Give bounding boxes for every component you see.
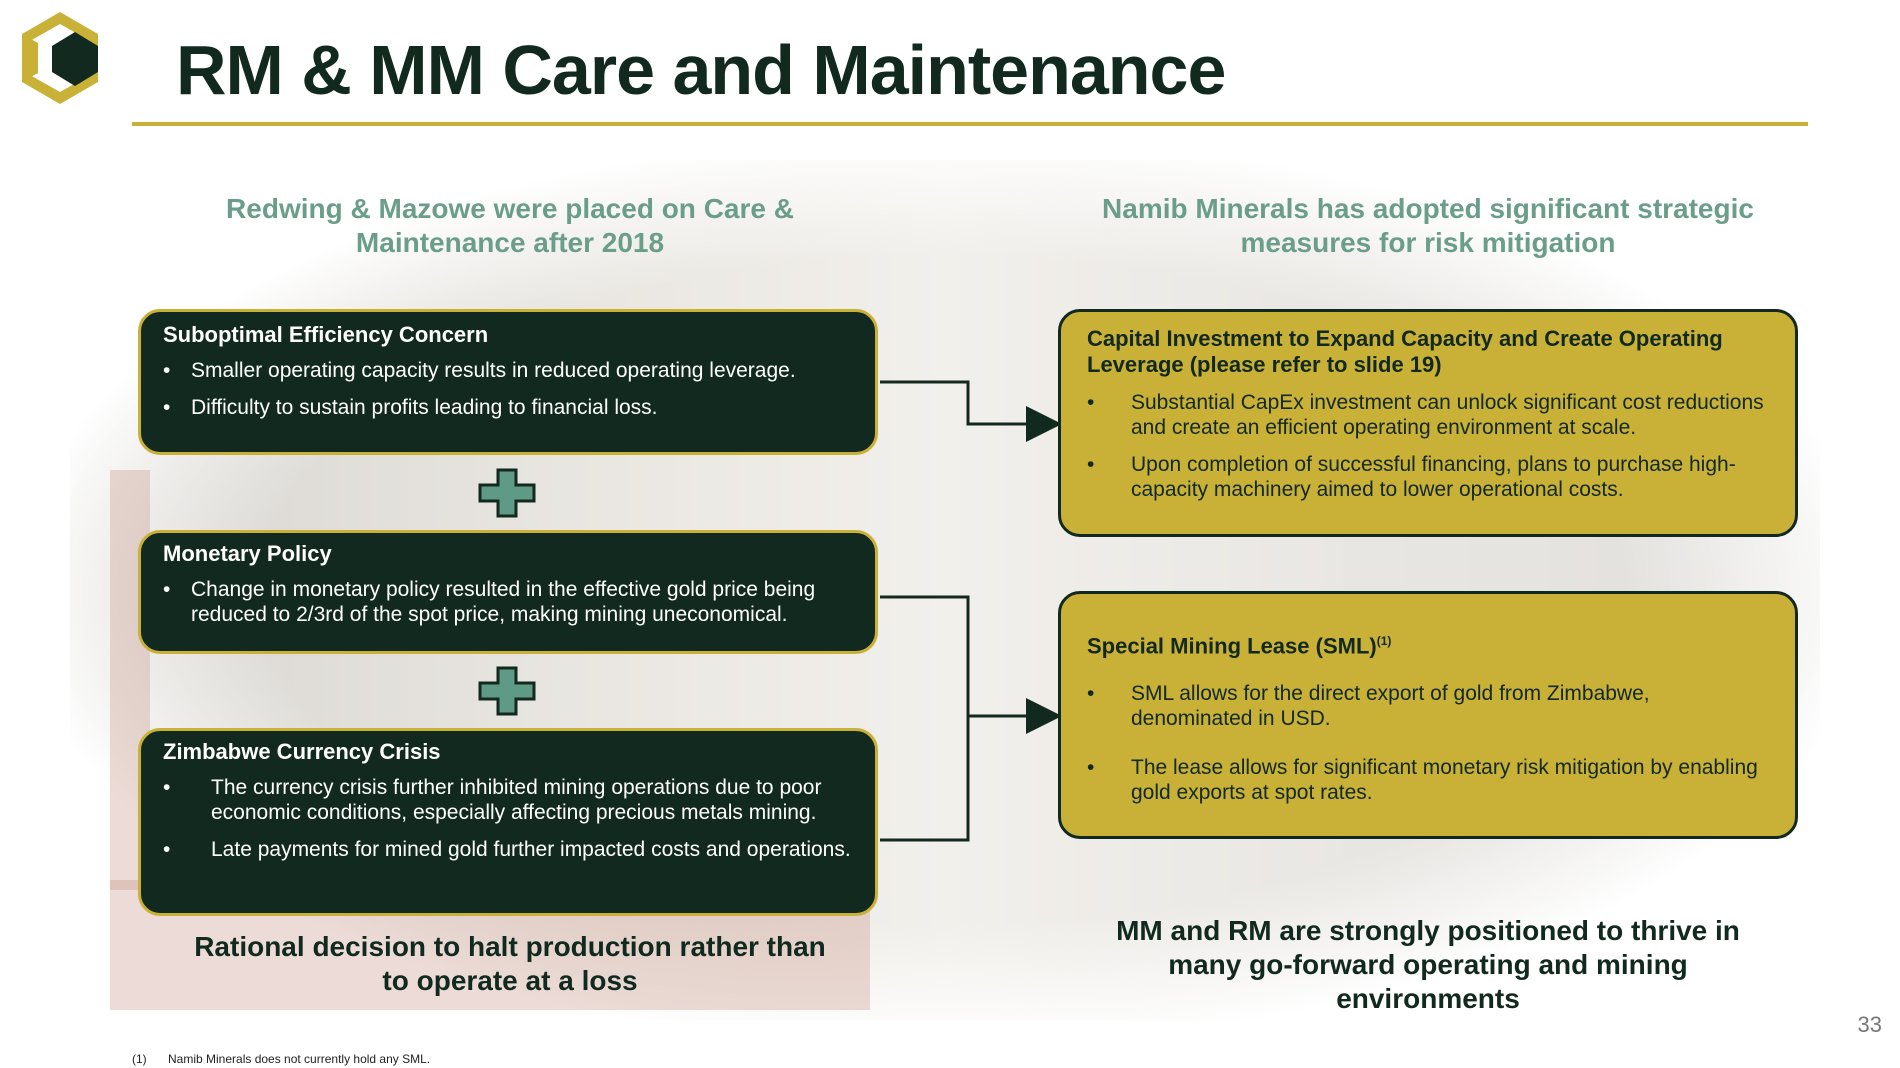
bullet-text: Change in monetary policy resulted in th… xyxy=(191,578,816,626)
bullet-item: • The lease allows for significant monet… xyxy=(1087,755,1769,805)
bullet-item: • SML allows for the direct export of go… xyxy=(1087,681,1769,731)
box-title: Capital Investment to Expand Capacity an… xyxy=(1087,326,1723,377)
bullet-item: • Upon completion of successful financin… xyxy=(1087,452,1769,502)
bullet-text: Difficulty to sustain profits leading to… xyxy=(191,396,658,419)
plus-icon xyxy=(478,468,536,518)
bullet-dot: • xyxy=(163,578,171,601)
bullet-text: Late payments for mined gold further imp… xyxy=(211,838,851,861)
bullet-dot: • xyxy=(1087,391,1095,414)
efficiency-concern-box: Suboptimal Efficiency Concern • Smaller … xyxy=(138,309,878,455)
currency-crisis-box: Zimbabwe Currency Crisis • The currency … xyxy=(138,728,878,916)
plus-icon xyxy=(478,666,536,716)
footnote-text: Namib Minerals does not currently hold a… xyxy=(168,1052,431,1066)
bullet-item: • The currency crisis further inhibited … xyxy=(163,775,853,825)
footnote-ref: (1) xyxy=(1376,634,1392,648)
right-conclusion: MM and RM are strongly positioned to thr… xyxy=(1116,915,1740,1014)
box-title-text: Special Mining Lease (SML) xyxy=(1087,633,1377,659)
bullet-item: • Difficulty to sustain profits leading … xyxy=(163,395,853,420)
bullet-text: The lease allows for significant monetar… xyxy=(1131,756,1758,805)
bullet-text: Substantial CapEx investment can unlock … xyxy=(1131,391,1764,439)
monetary-policy-box: Monetary Policy • Change in monetary pol… xyxy=(138,530,878,654)
title-underline xyxy=(132,122,1808,126)
bullet-item: • Late payments for mined gold further i… xyxy=(163,837,853,862)
bullet-dot: • xyxy=(163,776,171,799)
bullet-text: Smaller operating capacity results in re… xyxy=(191,359,796,382)
bullet-dot: • xyxy=(163,396,171,419)
special-mining-lease-box: Special Mining Lease (SML)(1) • SML allo… xyxy=(1058,591,1798,839)
left-conclusion: Rational decision to halt production rat… xyxy=(194,931,826,996)
bullet-dot: • xyxy=(163,359,171,382)
left-column-heading: Redwing & Mazowe were placed on Care & M… xyxy=(226,193,794,258)
bullet-text: SML allows for the direct export of gold… xyxy=(1131,682,1650,731)
bullet-dot: • xyxy=(1087,453,1095,476)
connector-monetary-bracket xyxy=(880,595,970,842)
connector-efficiency-to-capex xyxy=(880,380,1062,442)
bullet-item: • Substantial CapEx investment can unloc… xyxy=(1087,390,1769,440)
bullet-item: • Smaller operating capacity results in … xyxy=(163,358,853,383)
company-logo xyxy=(22,12,98,104)
bullet-text: The currency crisis further inhibited mi… xyxy=(211,776,822,824)
capital-investment-box: Capital Investment to Expand Capacity an… xyxy=(1058,309,1798,537)
bullet-dot: • xyxy=(163,838,171,861)
bullet-text: Upon completion of successful financing,… xyxy=(1131,453,1736,501)
page-title: RM & MM Care and Maintenance xyxy=(176,31,1226,109)
bullet-dot: • xyxy=(1087,756,1095,780)
right-column-heading: Namib Minerals has adopted significant s… xyxy=(1102,193,1754,258)
page-number: 33 xyxy=(1857,1012,1882,1037)
footnote-mark: (1) xyxy=(132,1052,147,1066)
box-title: Monetary Policy xyxy=(163,541,332,566)
bullet-dot: • xyxy=(1087,682,1095,706)
box-title: Suboptimal Efficiency Concern xyxy=(163,322,489,347)
bullet-item: • Change in monetary policy resulted in … xyxy=(163,577,853,627)
box-title: Zimbabwe Currency Crisis xyxy=(163,739,441,764)
box-title: Special Mining Lease (SML)(1) xyxy=(1087,628,1769,659)
